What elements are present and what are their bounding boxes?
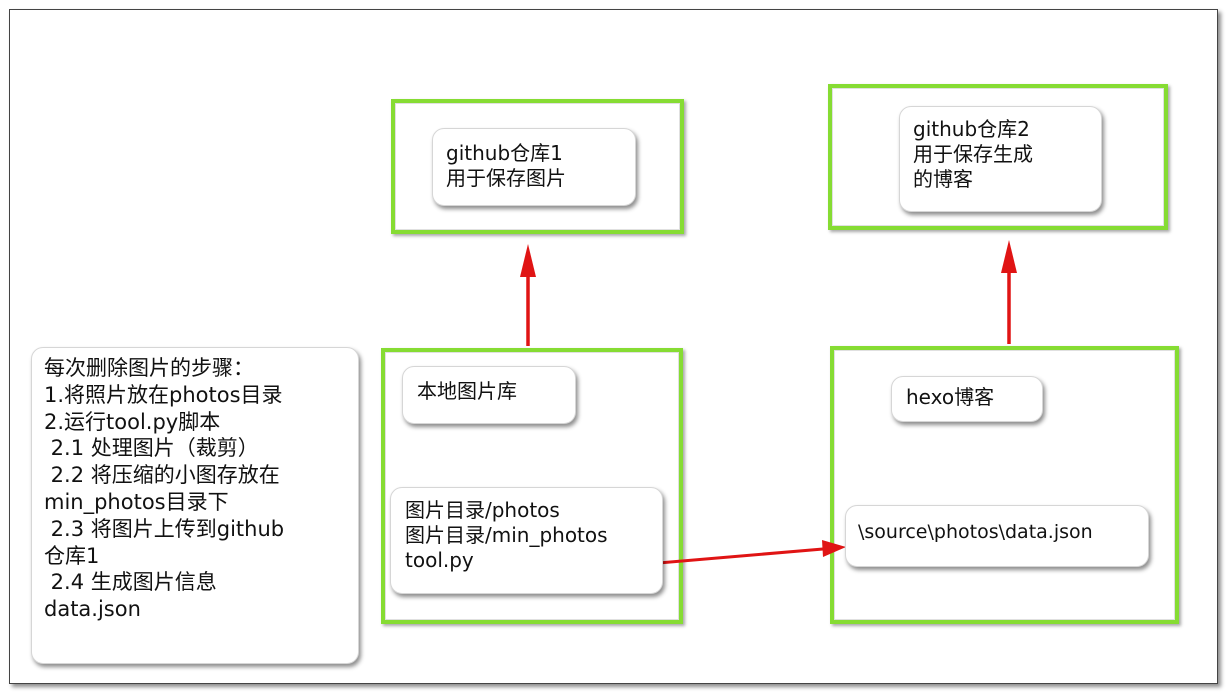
hexo-blog-box [830, 346, 1179, 624]
steps-line: 仓库1 [44, 543, 100, 568]
repo1-box [391, 99, 684, 234]
local-file-line: 图片目录/photos [405, 498, 560, 522]
steps-line: 2.运行tool.py脚本 [44, 409, 221, 434]
local-library-title-note: 本地图片库 [402, 366, 576, 424]
repo2-line: 的博客 [913, 167, 973, 191]
steps-line: 2.1 处理图片（裁剪） [44, 436, 259, 461]
hexo-data-json-path: \source\photos\data.json [858, 521, 1093, 543]
repo2-note: github仓库2 用于保存生成 的博客 [899, 106, 1102, 212]
steps-line: 2.2 将压缩的小图存放在 [44, 463, 280, 488]
local-files-note: 图片目录/photos 图片目录/min_photos tool.py [390, 487, 663, 594]
local-library-title: 本地图片库 [417, 379, 517, 403]
repo1-line: 用于保存图片 [446, 166, 566, 190]
repo1-note: github仓库1 用于保存图片 [432, 128, 636, 206]
repo2-line: github仓库2 [913, 117, 1030, 141]
arrow-local-to-repo1 [520, 244, 536, 346]
repo1-line: github仓库1 [446, 141, 563, 165]
arrow-hexo-to-repo2 [1001, 240, 1017, 344]
local-file-line: tool.py [405, 548, 474, 572]
hexo-data-json-note: \source\photos\data.json [845, 505, 1149, 567]
hexo-title-note: hexo博客 [891, 376, 1043, 422]
local-file-line: 图片目录/min_photos [405, 523, 608, 547]
steps-note: 每次删除图片的步骤： 1.将照片放在photos目录 2.运行tool.py脚本… [31, 347, 359, 664]
steps-line: 每次删除图片的步骤： [44, 356, 254, 380]
local-library-box [381, 348, 683, 624]
steps-line: data.json [44, 597, 141, 622]
steps-line: 2.4 生成图片信息 [44, 570, 217, 595]
repo2-box [828, 84, 1168, 230]
repo2-line: 用于保存生成 [913, 142, 1033, 166]
steps-line: min_photos目录下 [44, 489, 229, 514]
steps-line: 1.将照片放在photos目录 [44, 382, 283, 407]
steps-line: 2.3 将图片上传到github [44, 516, 285, 541]
hexo-title: hexo博客 [906, 385, 995, 409]
